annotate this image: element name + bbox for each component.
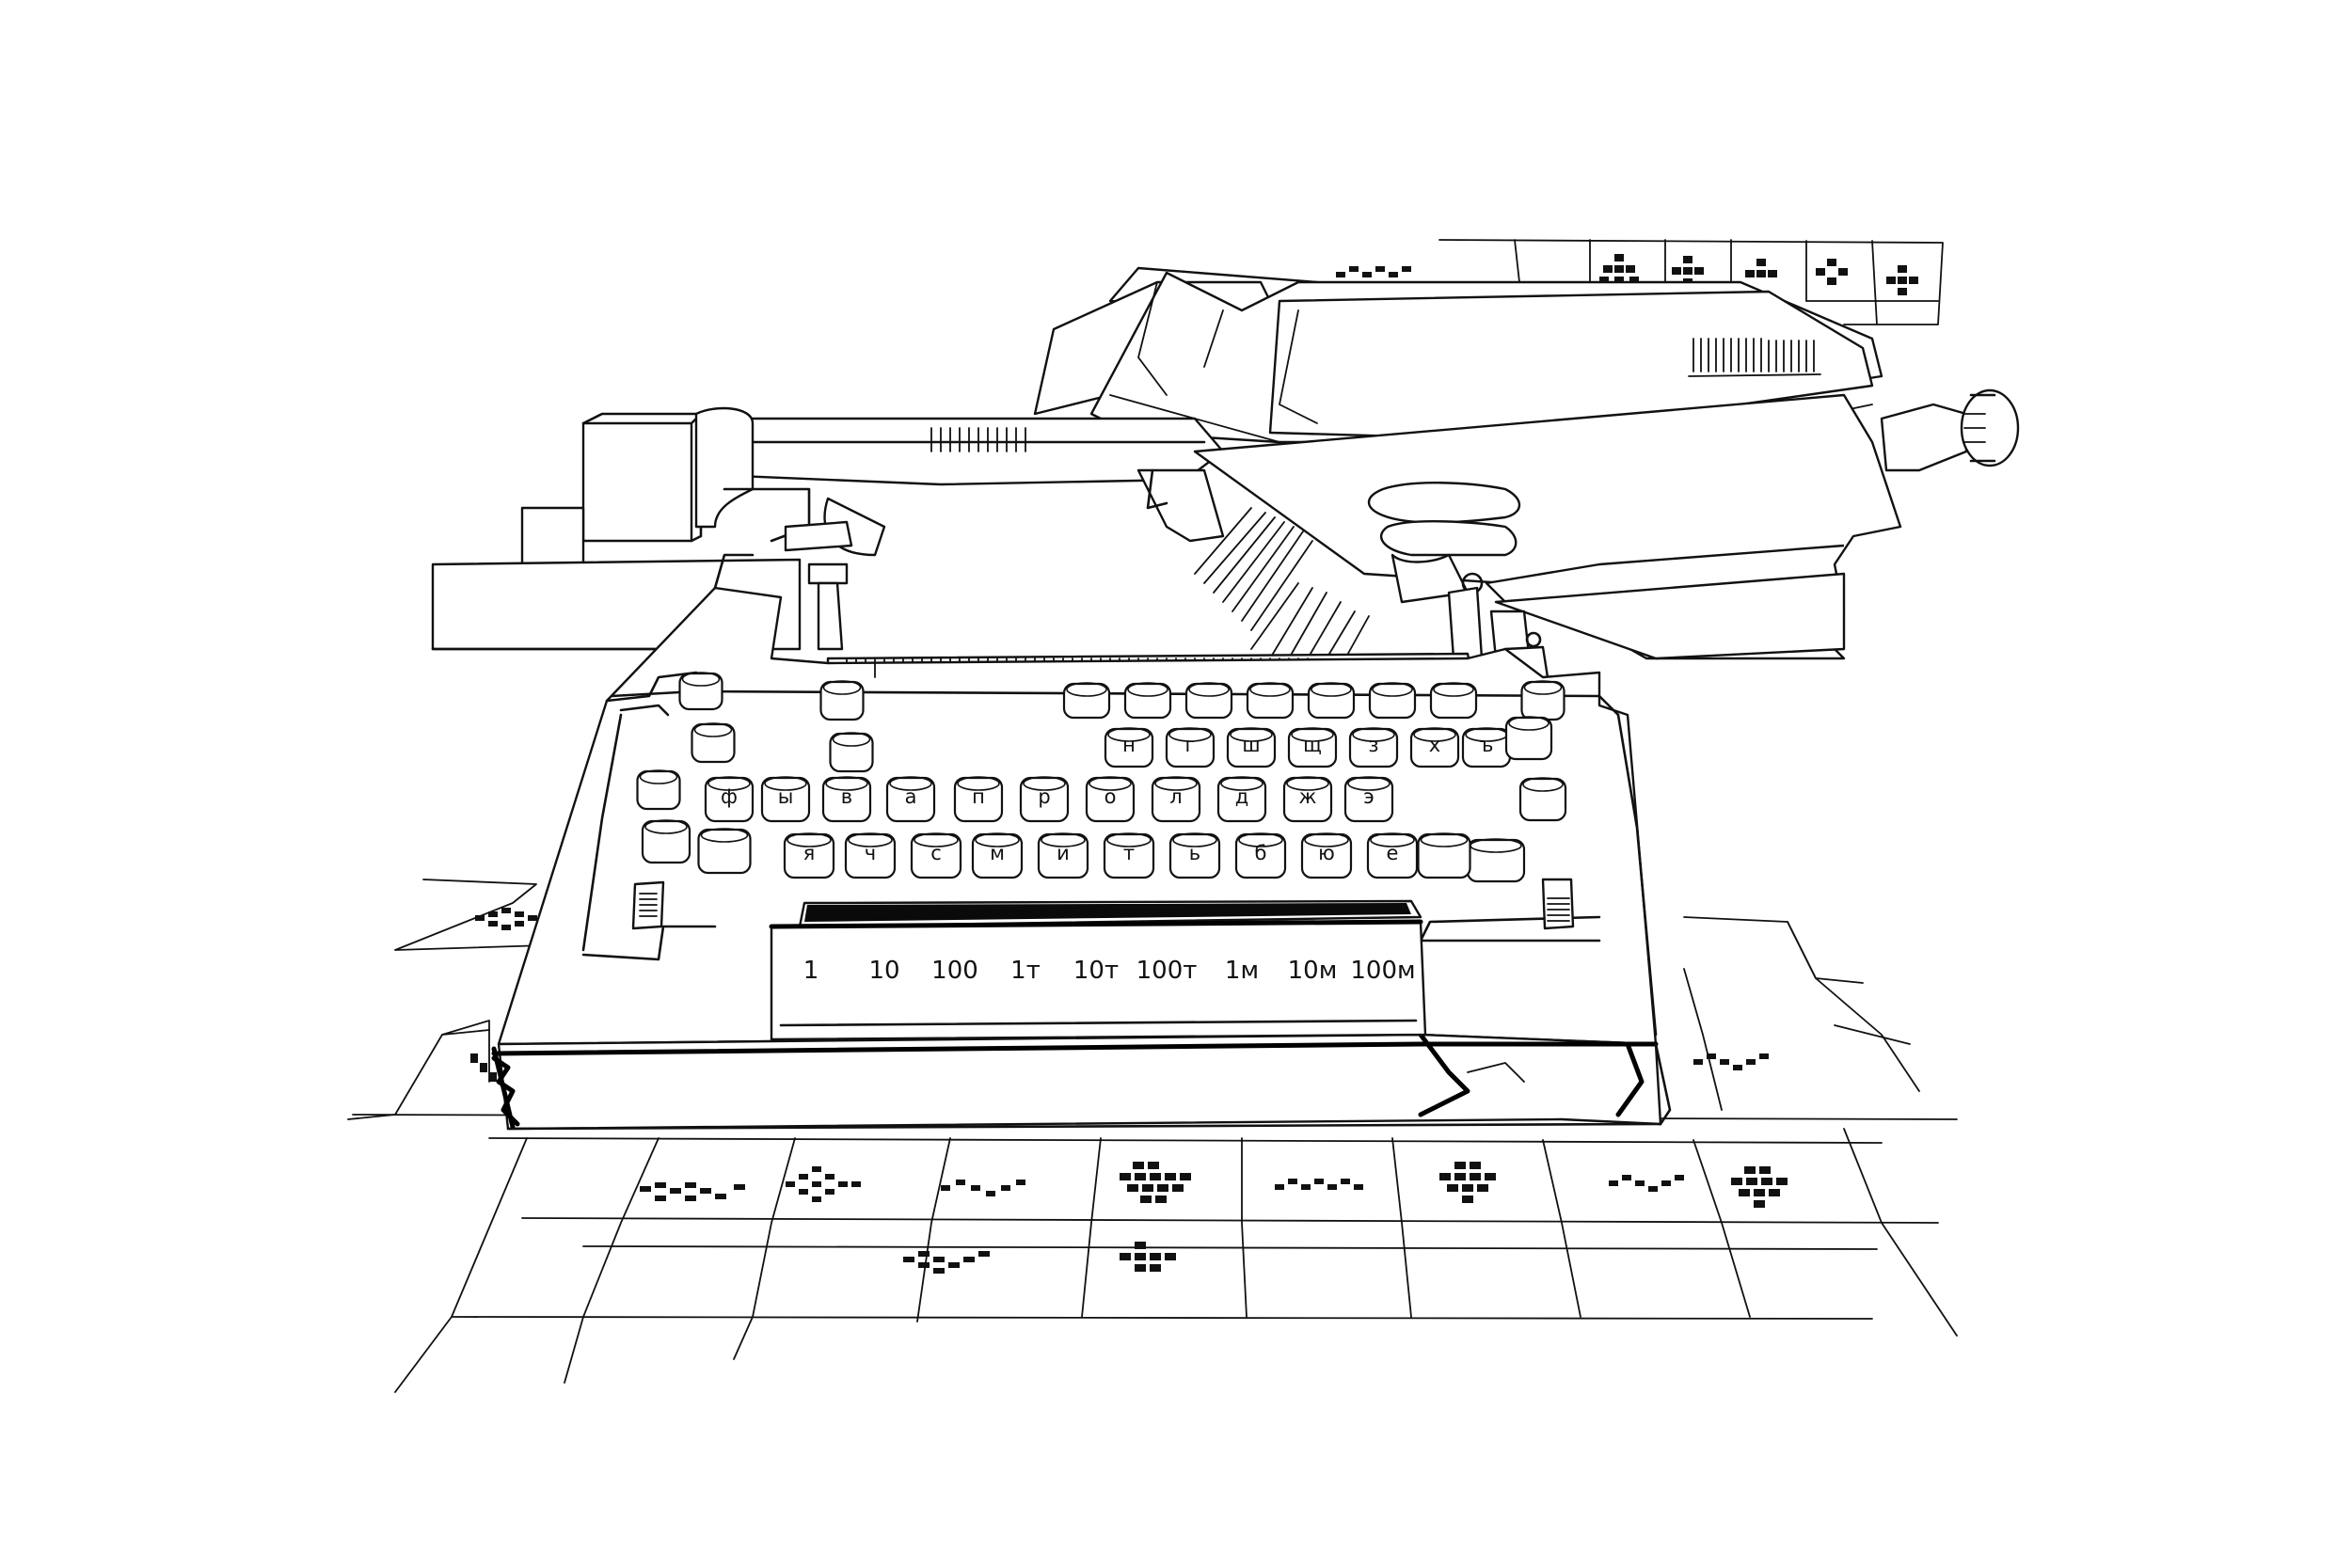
number-key-bar bbox=[771, 901, 1425, 1039]
key-row1-1-label: ы bbox=[778, 785, 794, 808]
key-right-c bbox=[1520, 778, 1565, 820]
key-row2-5-label: т bbox=[1123, 842, 1135, 864]
tablecloth-top-strip bbox=[1336, 240, 1943, 325]
key-row2-7 bbox=[1236, 833, 1285, 878]
key-top-3-label: щ bbox=[1303, 734, 1322, 756]
embroidery-motifs bbox=[470, 908, 1788, 1274]
key-top-1 bbox=[1167, 728, 1214, 767]
key-row1-10-label: э bbox=[1363, 785, 1375, 808]
typebars-fan bbox=[1195, 508, 1369, 658]
key-row2-8-label: ю bbox=[1318, 842, 1335, 864]
key-top-2-label: ш bbox=[1242, 734, 1260, 756]
paper-sheets bbox=[1035, 268, 1882, 461]
key-left-e bbox=[638, 770, 680, 809]
key-shift-left bbox=[699, 829, 751, 873]
key-row1-7 bbox=[1152, 777, 1200, 821]
key-labels: н г ш щ з х ъ ф ы в а п р о л д ж э я ч с м и т ь б ю е 1 10 100 1т 10т 1… bbox=[721, 734, 1493, 985]
key-row2-2 bbox=[912, 833, 961, 878]
key-row1-4-label: п bbox=[972, 785, 985, 808]
margin-slider-right bbox=[1543, 879, 1573, 928]
key-left-a bbox=[680, 673, 723, 709]
tablecloth-grid bbox=[348, 879, 1957, 1392]
key-left-d bbox=[831, 733, 873, 771]
key-row1-0-label: ф bbox=[721, 785, 738, 808]
key-top-0 bbox=[1105, 728, 1152, 767]
key-top-6 bbox=[1463, 728, 1510, 767]
key-func-3 bbox=[1248, 683, 1293, 718]
key-row1-3 bbox=[887, 777, 934, 821]
key-row2-6 bbox=[1170, 833, 1219, 878]
key-row1-8-label: д bbox=[1235, 785, 1249, 808]
key-row2-6-label: ь bbox=[1189, 842, 1200, 864]
key-row1-9 bbox=[1284, 777, 1331, 821]
margin-slider-left bbox=[633, 882, 663, 928]
key-row1-6 bbox=[1087, 777, 1134, 821]
key-func-1 bbox=[1125, 683, 1170, 718]
key-row2-1-label: ч bbox=[865, 842, 876, 864]
key-left-c bbox=[821, 681, 864, 720]
key-row2-3-label: м bbox=[990, 842, 1005, 864]
number-key-1-label: 10 bbox=[868, 957, 899, 985]
carriage-assembly bbox=[433, 390, 2018, 682]
key-row1-1 bbox=[762, 777, 809, 821]
key-right-a bbox=[1522, 681, 1565, 720]
key-top-2 bbox=[1228, 728, 1275, 767]
key-top-4-label: з bbox=[1368, 734, 1378, 756]
key-row2-0 bbox=[785, 833, 834, 878]
key-right-b bbox=[1506, 717, 1551, 759]
key-row1-10 bbox=[1345, 777, 1392, 821]
number-key-4-label: 10т bbox=[1073, 957, 1119, 985]
number-key-8-label: 100м bbox=[1350, 957, 1415, 985]
key-row2-1 bbox=[846, 833, 895, 878]
key-left-f bbox=[643, 820, 690, 863]
key-row2-9 bbox=[1368, 833, 1417, 878]
key-top-5-label: х bbox=[1429, 734, 1440, 756]
key-row1-4 bbox=[955, 777, 1002, 821]
key-row1-5 bbox=[1021, 777, 1068, 821]
number-key-2-label: 100 bbox=[931, 957, 978, 985]
key-row2-3 bbox=[973, 833, 1022, 878]
number-key-5-label: 100т bbox=[1136, 957, 1198, 985]
key-row2-0-label: я bbox=[803, 842, 816, 864]
key-func-4 bbox=[1309, 683, 1354, 718]
key-right-d bbox=[1468, 839, 1524, 881]
key-row2-4 bbox=[1039, 833, 1088, 878]
number-key-6-label: 1м bbox=[1225, 957, 1259, 985]
number-key-0-label: 1 bbox=[803, 957, 819, 985]
number-key-3-label: 1т bbox=[1010, 957, 1041, 985]
key-row2-7-label: б bbox=[1255, 842, 1267, 864]
key-row1-2 bbox=[823, 777, 870, 821]
key-row2-4-label: и bbox=[1057, 842, 1070, 864]
key-row1-6-label: о bbox=[1104, 785, 1117, 808]
key-row2-5 bbox=[1104, 833, 1153, 878]
key-row1-3-label: а bbox=[905, 785, 917, 808]
number-key-7-label: 10м bbox=[1288, 957, 1338, 985]
key-func-6 bbox=[1431, 683, 1476, 718]
key-left-b bbox=[692, 723, 735, 762]
key-top-4 bbox=[1350, 728, 1397, 767]
key-top-5 bbox=[1411, 728, 1458, 767]
key-row1-9-label: ж bbox=[1299, 785, 1317, 808]
key-row1-0 bbox=[706, 777, 753, 821]
key-row1-7-label: л bbox=[1169, 785, 1182, 808]
key-row1-5-label: р bbox=[1038, 785, 1050, 808]
key-row1-8 bbox=[1218, 777, 1265, 821]
key-top-6-label: ъ bbox=[1480, 734, 1494, 756]
key-top-0-label: н bbox=[1122, 734, 1136, 756]
key-func-0 bbox=[1064, 683, 1109, 718]
key-top-3 bbox=[1289, 728, 1336, 767]
key-top-1-label: г bbox=[1184, 734, 1195, 756]
key-row2-8 bbox=[1302, 833, 1351, 878]
typed-text-marks bbox=[1689, 339, 1820, 376]
key-row2-2-label: с bbox=[930, 842, 942, 864]
key-shift-right bbox=[1419, 833, 1470, 878]
key-func-5 bbox=[1370, 683, 1415, 718]
key-row2-9-label: е bbox=[1387, 842, 1399, 864]
key-func-2 bbox=[1186, 683, 1232, 718]
key-row1-2-label: в bbox=[841, 785, 852, 808]
